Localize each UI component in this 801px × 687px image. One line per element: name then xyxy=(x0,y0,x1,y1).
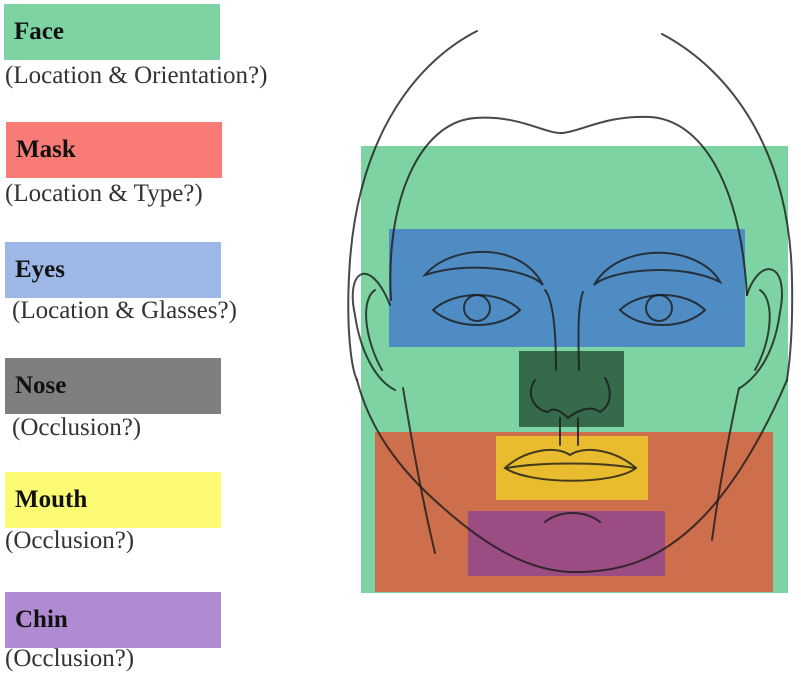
legend-chin-title: Chin xyxy=(15,606,68,633)
legend-eyes-title: Eyes xyxy=(15,256,65,283)
legend-face-description: (Location & Orientation?) xyxy=(5,62,268,89)
legend-mouth-label: Mouth xyxy=(5,472,221,528)
legend-mouth-title: Mouth xyxy=(15,486,88,513)
legend-nose-title: Nose xyxy=(15,372,67,399)
eyes-region-box xyxy=(389,229,745,347)
legend-chin-description: (Occlusion?) xyxy=(5,645,135,672)
legend-nose-label: Nose xyxy=(5,358,221,414)
legend-chin-label: Chin xyxy=(5,592,221,648)
legend-eyes-description: (Location & Glasses?) xyxy=(12,297,237,324)
mouth-region-box xyxy=(496,436,648,500)
legend-mouth-description: (Occlusion?) xyxy=(5,527,135,554)
legend-mask-description: (Location & Type?) xyxy=(5,180,203,207)
legend-face-label: Face xyxy=(4,4,220,60)
legend-mask-label: Mask xyxy=(6,122,222,178)
legend-nose-description: (Occlusion?) xyxy=(12,414,142,441)
face-outline-icon xyxy=(347,30,794,574)
chin-region-box xyxy=(468,511,665,576)
legend-mask-title: Mask xyxy=(16,136,76,163)
legend-face-title: Face xyxy=(14,18,64,45)
legend-eyes-label: Eyes xyxy=(5,242,221,298)
